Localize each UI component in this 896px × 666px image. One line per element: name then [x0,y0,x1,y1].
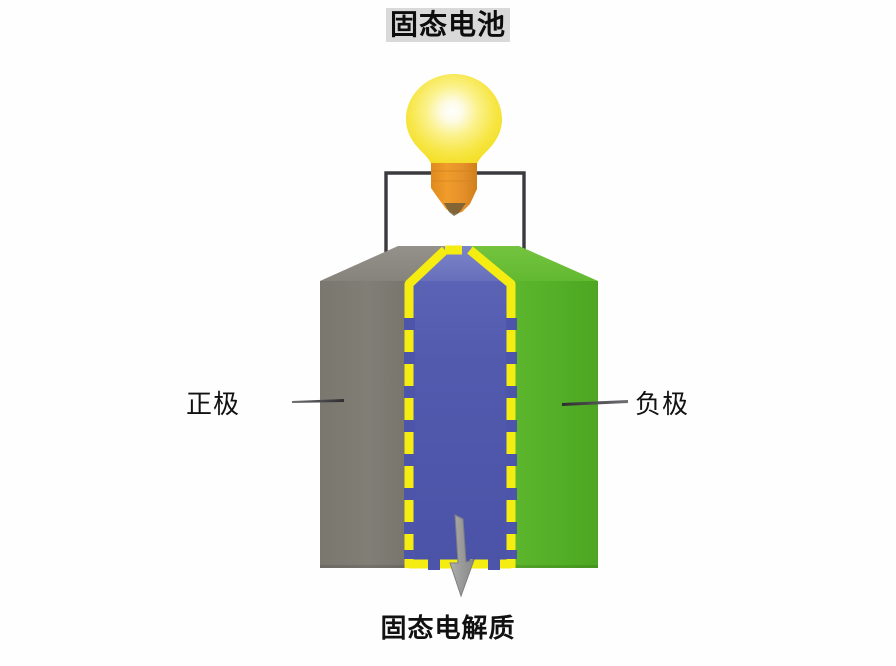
cathode-label: 正极 [186,390,241,420]
dash-gap [404,352,415,364]
arrow-shape [449,514,475,598]
cathode-block-top [320,246,445,281]
anode-leader-line [562,400,628,406]
dash-gap [506,352,517,364]
cathode-block-front [320,281,408,568]
dash-gap [404,488,415,500]
electrolyte-dashed-outline [404,245,517,570]
dash-gap [506,522,517,534]
outline-left-upper [404,246,449,568]
dash-gap [488,559,500,570]
dash-gap [506,386,517,398]
dash-gap [491,283,507,298]
dash-gap [404,420,415,432]
outline-right-upper [467,246,516,568]
light-bulb [406,74,502,216]
bulb-glass [406,74,502,167]
dash-gap [413,282,428,298]
dash-gap [404,318,415,330]
dash-gap [506,318,517,330]
anode-label: 负极 [635,390,690,420]
outline-dash-gaps [404,282,517,570]
bulb-tip [444,203,466,216]
dash-gap [428,559,440,570]
anode-block-front [512,281,598,568]
dash-gap [404,454,415,466]
cathode-leader-line [292,399,344,403]
dash-gap [404,386,415,398]
dash-gap [506,488,517,500]
dash-gap [404,550,415,559]
leader-lines [292,399,628,406]
bulb-base [431,163,477,214]
electrolyte-pointer-arrow [449,514,475,598]
dash-gap [506,420,517,432]
electrolyte-top [408,246,512,281]
dash-gap [404,522,415,534]
dash-gap [506,454,517,466]
dash-gap [506,550,517,559]
